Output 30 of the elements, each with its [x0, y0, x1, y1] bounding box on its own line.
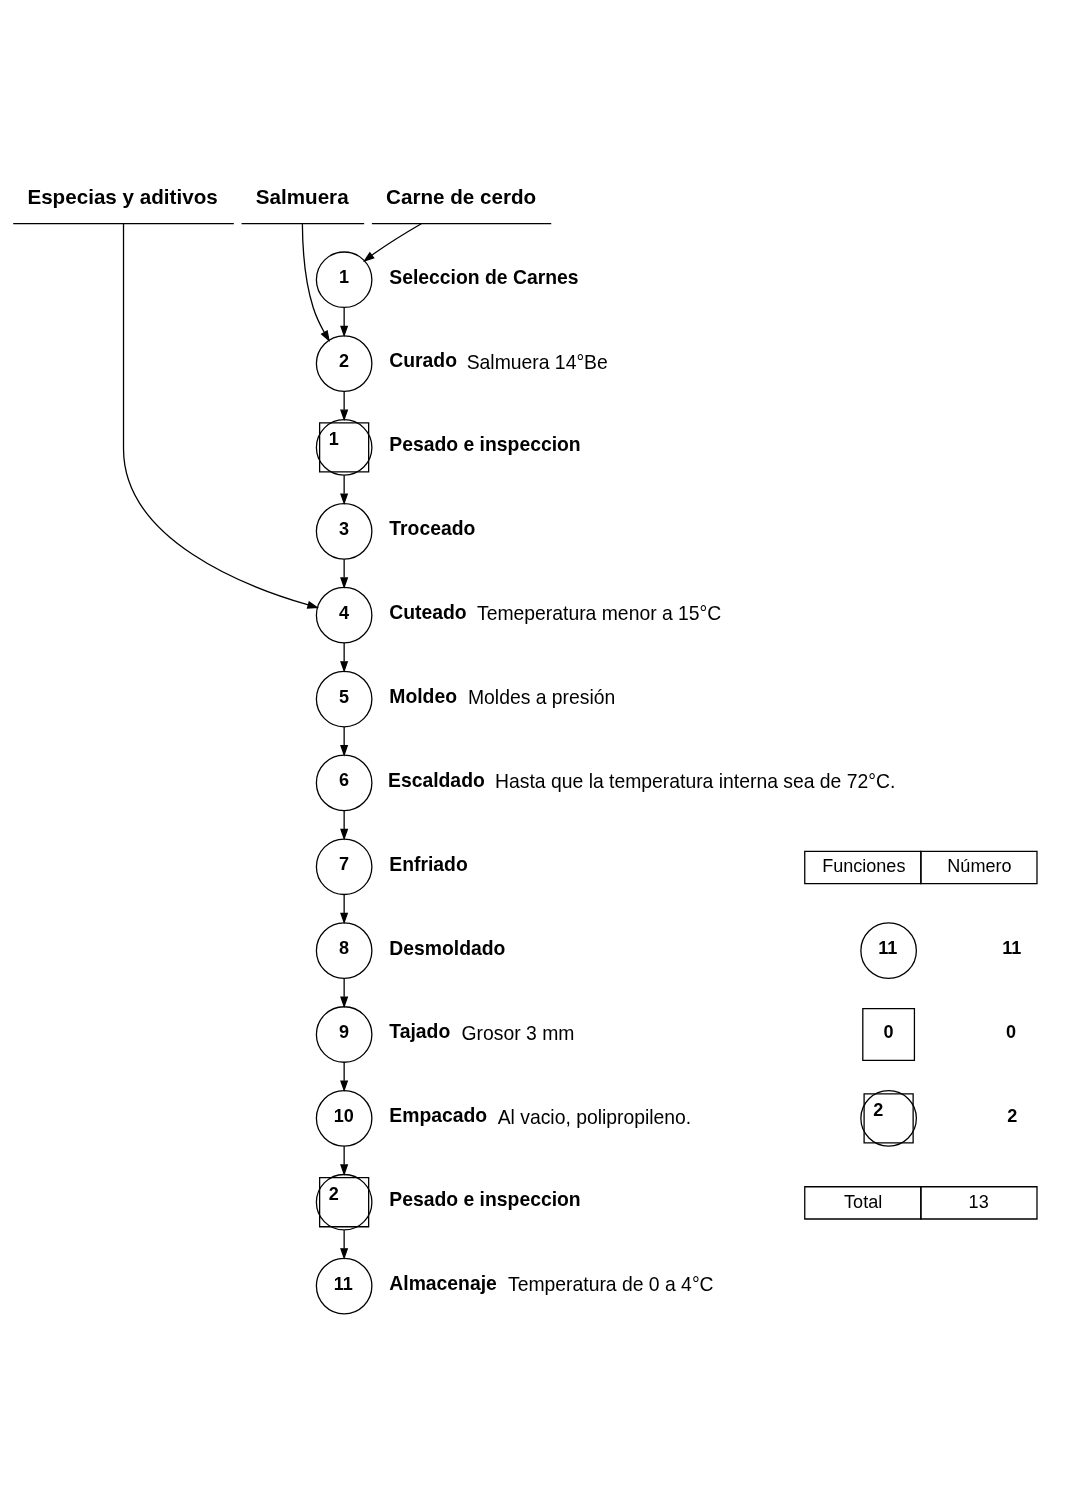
label: Número	[947, 855, 1012, 876]
node-text: Salmuera	[255, 184, 349, 208]
node-label: Cuteado	[389, 600, 467, 623]
node-label: Desmoldado	[389, 936, 506, 959]
label: Funciones	[822, 855, 906, 876]
node-text: Carne de cerdo	[386, 184, 537, 208]
node-label: Almacenaje	[389, 1271, 497, 1294]
node-label: Moldeo	[389, 684, 458, 707]
label: Grosor 3 mm	[461, 1021, 575, 1044]
label: Temeperatura menor a 15°C	[477, 601, 722, 624]
node-label: Tajado	[389, 1019, 451, 1042]
label: 11	[1002, 937, 1022, 958]
label: Al vacio, polipropileno.	[497, 1105, 692, 1128]
label: 13	[968, 1191, 989, 1212]
node-label: Pesado e inspeccion	[389, 1187, 581, 1210]
node-label: Troceado	[389, 516, 476, 539]
label: Total	[844, 1191, 883, 1212]
node-label: Empacado	[389, 1103, 488, 1126]
node-label: Curado	[389, 348, 458, 371]
node-text: Especias y aditivos	[27, 184, 218, 208]
label: Salmuera 14°Be	[466, 350, 608, 373]
node-label: Escaldado	[388, 768, 485, 791]
node-label: Enfriado	[389, 852, 468, 875]
label: Moldes a presión	[468, 685, 616, 708]
label: Temperatura de 0 a 4°C	[508, 1272, 714, 1295]
node-label: Pesado e inspeccion	[389, 432, 581, 455]
label: Hasta que la temperatura interna sea de 72°C.	[495, 769, 896, 792]
label: 0	[1006, 1021, 1017, 1042]
label: 2	[1007, 1105, 1018, 1126]
node-label: Seleccion de Carnes	[389, 265, 579, 288]
